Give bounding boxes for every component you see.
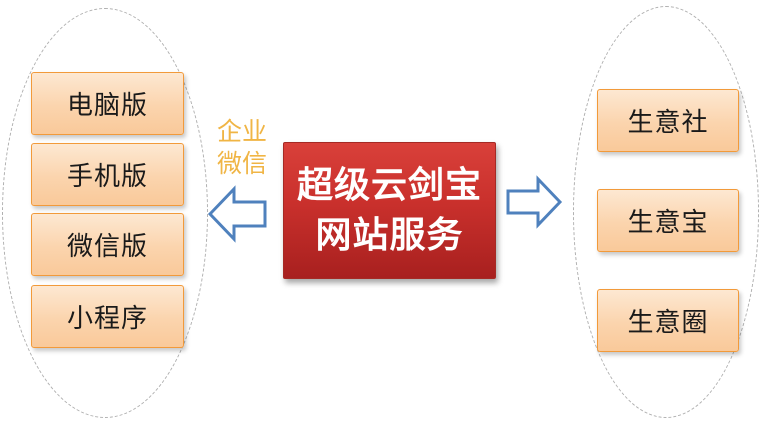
right-item-shengyishe: 生意社 — [597, 89, 739, 152]
side-label-line2: 微信 — [216, 149, 267, 178]
left-item-mini-program: 小程序 — [31, 285, 184, 348]
left-item-wechat-version: 微信版 — [31, 213, 184, 276]
left-group-ellipse — [2, 8, 208, 418]
right-arrow-icon — [506, 175, 563, 229]
center-service-box: 超级云剑宝 网站服务 — [283, 142, 496, 279]
side-label-line1: 企业 — [216, 117, 267, 146]
enterprise-wechat-label: 企业 微信 — [211, 116, 273, 180]
left-item-pc-version: 电脑版 — [31, 72, 184, 135]
center-title-line1: 超级云剑宝 — [296, 164, 482, 206]
center-title-line2: 网站服务 — [315, 214, 464, 256]
right-item-shengyiquan: 生意圈 — [597, 289, 739, 352]
right-group-ellipse — [573, 6, 759, 418]
left-arrow-icon — [207, 185, 267, 243]
right-item-shengyibao: 生意宝 — [597, 189, 739, 252]
left-item-mobile-version: 手机版 — [31, 143, 184, 206]
